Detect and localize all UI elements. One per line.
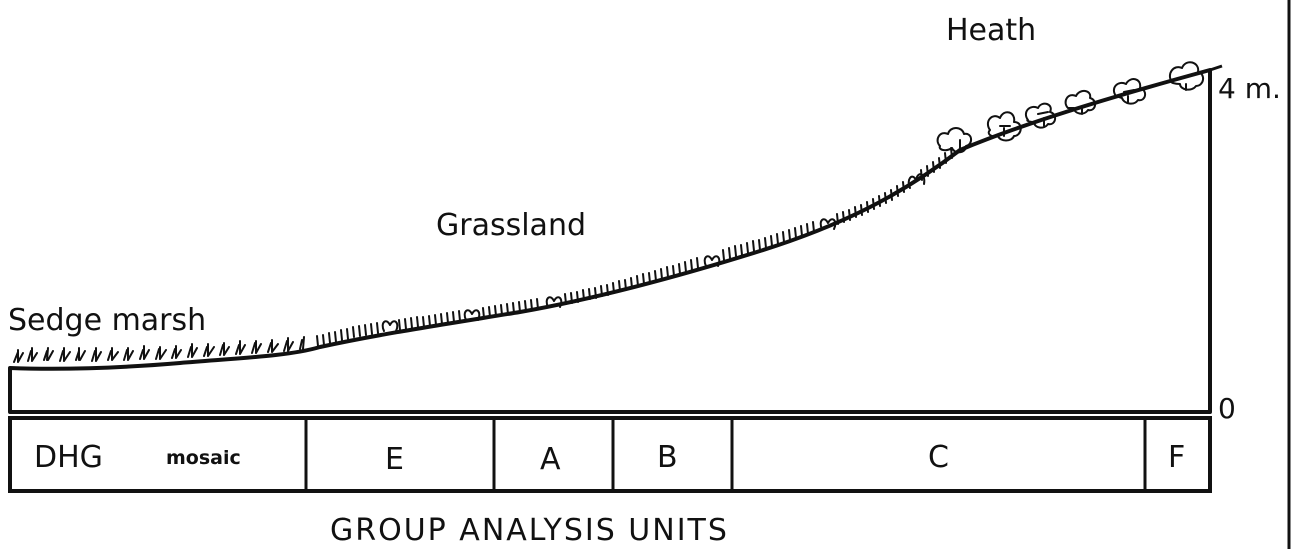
grassland-vegetation <box>316 147 953 347</box>
sedge-marsh-label: Sedge marsh <box>8 303 206 338</box>
grassland-label: Grassland <box>436 208 586 243</box>
unit-a-label: A <box>540 442 561 477</box>
scale-top-label: 4 m. <box>1218 72 1281 105</box>
scale-tick <box>1209 64 1223 72</box>
caption: GROUP ANALYSIS UNITS <box>330 513 729 548</box>
scale-bottom-label: 0 <box>1218 392 1236 425</box>
unit-e-label: E <box>385 442 404 477</box>
unit-mosaic-label: mosaic <box>166 447 241 469</box>
unit-f-label: F <box>1168 440 1185 475</box>
units-box <box>8 416 1212 493</box>
heath-label: Heath <box>946 13 1036 48</box>
unit-dhg-label: DHG <box>34 440 103 475</box>
unit-c-label: C <box>928 440 949 475</box>
sedge-vegetation <box>13 336 305 363</box>
unit-b-label: B <box>657 440 678 475</box>
heath-vegetation <box>936 61 1204 154</box>
